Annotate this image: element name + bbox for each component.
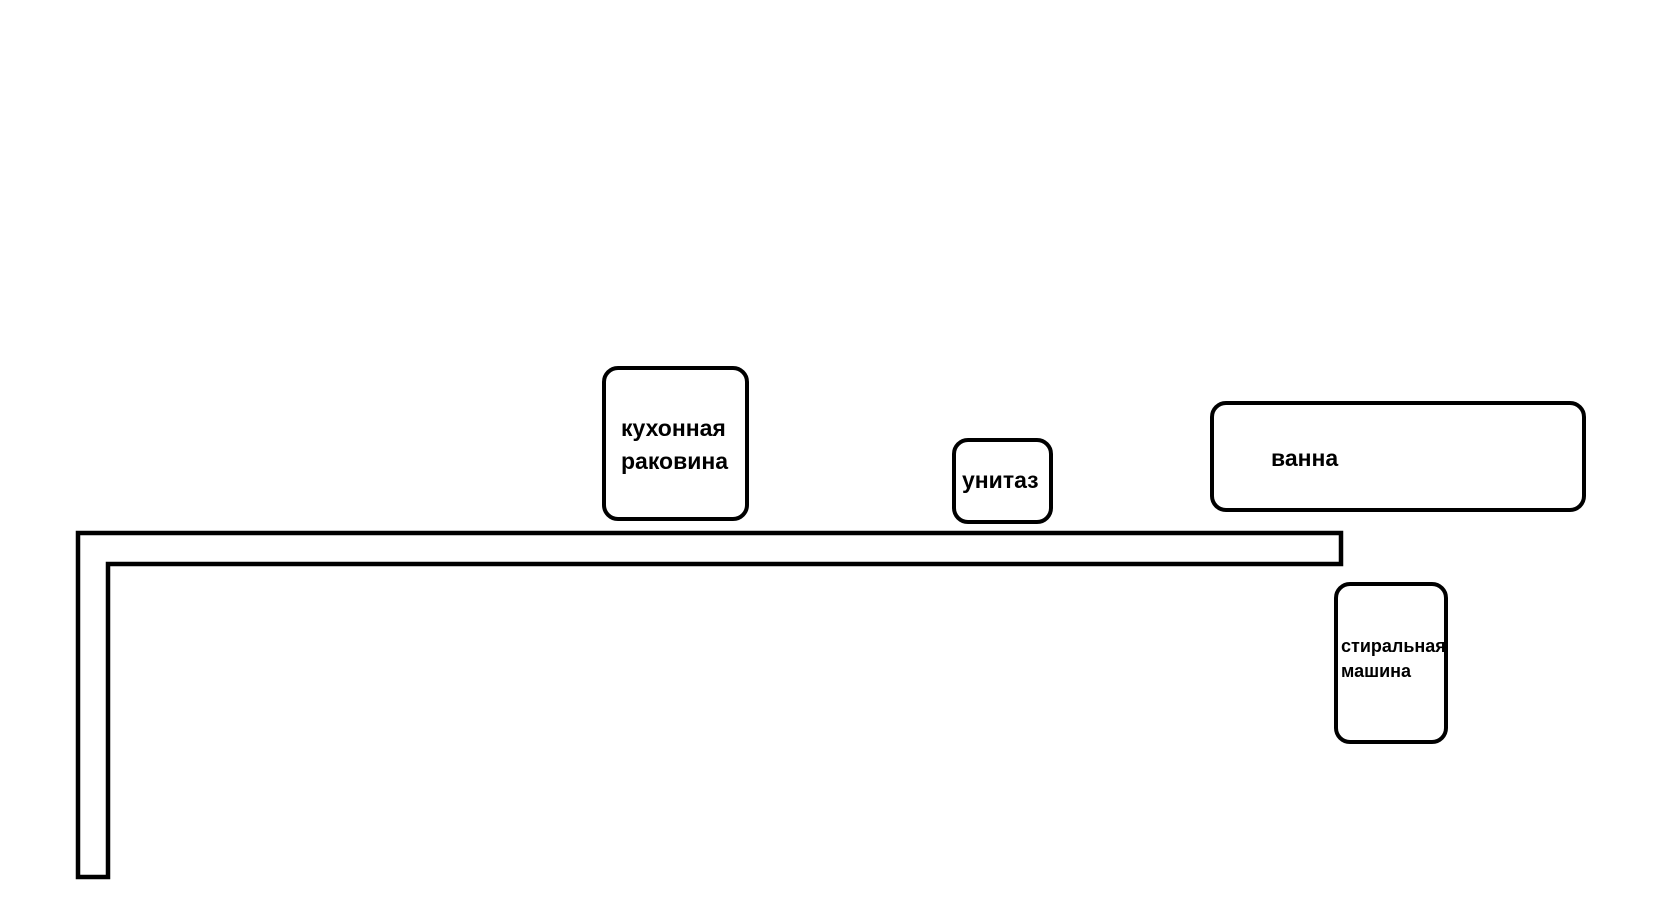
toilet-box (952, 438, 1053, 524)
drain-pipe (75, 530, 1344, 880)
kitchen-sink-label-line1: кухонная (621, 415, 726, 441)
bathtub-label: ванна (1271, 445, 1338, 471)
drain-pipe-outline (75, 530, 1344, 880)
washing-machine-label-line2: машина (1341, 661, 1412, 681)
kitchen-sink: кухонная раковина (602, 366, 749, 521)
bathtub-box (1210, 401, 1586, 512)
bathtub: ванна (1210, 401, 1586, 512)
kitchen-sink-label-line2: раковина (621, 448, 728, 474)
washing-machine-box (1334, 582, 1448, 744)
toilet: унитаз (952, 438, 1053, 524)
toilet-label: унитаз (962, 467, 1039, 493)
washing-machine-label-line1: стиральная (1341, 636, 1446, 656)
washing-machine: стиральная машина (1334, 582, 1448, 744)
kitchen-sink-box (602, 366, 749, 521)
